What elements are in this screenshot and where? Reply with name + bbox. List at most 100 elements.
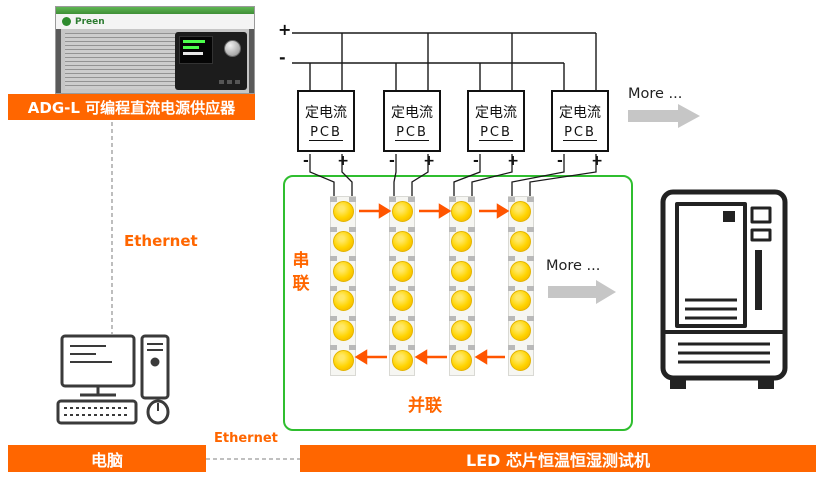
led-strip <box>330 196 356 376</box>
led-chip <box>510 320 532 342</box>
pcb-label-cn: 定电流 <box>305 104 347 121</box>
pcb-unit-3: 定电流 PCB - + <box>467 90 525 169</box>
display-screen <box>179 36 213 64</box>
pcb-terminal-plus: + <box>507 153 519 169</box>
power-supply-top-cover <box>56 7 254 14</box>
led-chip <box>391 290 413 312</box>
solder-pad <box>507 226 515 232</box>
pcb-label-en: PCB <box>563 124 597 141</box>
solder-pad <box>349 256 356 262</box>
solder-pad <box>526 286 534 292</box>
parallel-label: 并联 <box>408 396 442 416</box>
pcb-terminal-minus: - <box>303 153 309 169</box>
computer-icon <box>56 334 170 425</box>
solder-pad <box>507 286 515 292</box>
solder-pad <box>507 256 515 262</box>
pcb-label-en: PCB <box>395 124 429 141</box>
pcb-label-en: PCB <box>479 124 513 141</box>
pcb-terminal-plus: + <box>591 153 603 169</box>
more-arrow-middle <box>548 280 616 304</box>
led-chip <box>332 349 354 371</box>
solder-pad <box>448 315 456 321</box>
led-chip <box>451 320 473 342</box>
solder-pad <box>389 226 397 232</box>
rotary-knob-icon <box>224 40 241 57</box>
solder-pad <box>507 345 515 351</box>
led-chip <box>510 231 532 252</box>
solder-pad <box>507 197 515 202</box>
pcb-box: 定电流 PCB <box>297 90 355 152</box>
led-chip <box>332 260 354 282</box>
solder-pad <box>389 345 397 351</box>
led-chip <box>391 201 413 223</box>
solder-pad <box>467 226 475 232</box>
solder-pad <box>526 256 534 262</box>
solder-pad <box>448 256 456 262</box>
power-supply-front-band: Preen <box>56 14 254 29</box>
control-panel <box>175 32 247 90</box>
pcb-box: 定电流 PCB <box>467 90 525 152</box>
solder-pad <box>408 345 416 351</box>
solder-pad <box>448 286 456 292</box>
solder-pad <box>526 197 534 202</box>
led-chip <box>391 231 413 252</box>
power-supply-banner: ADG-L 可编程直流电源供应器 <box>8 94 255 120</box>
solder-pad <box>408 286 416 292</box>
solder-pad <box>349 197 356 202</box>
panel-buttons <box>219 80 240 84</box>
led-chip <box>451 290 473 312</box>
solder-pad <box>349 315 356 321</box>
solder-pad <box>408 315 416 321</box>
led-panel-outline <box>283 175 633 431</box>
preen-brand-label: Preen <box>75 16 105 27</box>
solder-pad <box>526 345 534 351</box>
dc-bus-wires <box>292 32 597 90</box>
solder-pad <box>330 226 337 232</box>
solder-pad <box>408 256 416 262</box>
solder-pad <box>467 286 475 292</box>
pcb-terminal-plus: + <box>423 153 435 169</box>
bus-plus-sign: + <box>278 20 292 39</box>
pcb-box: 定电流 PCB <box>383 90 441 152</box>
series-label: 串联 <box>292 251 310 294</box>
pcb-label-cn: 定电流 <box>559 104 601 121</box>
led-chip <box>451 260 473 282</box>
led-chip <box>510 349 532 371</box>
solder-pad <box>467 345 475 351</box>
solder-pad <box>467 315 475 321</box>
solder-pad <box>389 256 397 262</box>
led-chip <box>391 349 413 371</box>
led-strip <box>507 196 534 376</box>
solder-pad <box>408 197 416 202</box>
ethernet-label-left: Ethernet <box>124 232 198 250</box>
solder-pad <box>330 345 337 351</box>
solder-pad <box>389 197 397 202</box>
pcb-label-cn: 定电流 <box>391 104 433 121</box>
bus-minus-sign: - <box>279 48 286 67</box>
power-supply-front <box>56 29 254 93</box>
solder-pad <box>448 226 456 232</box>
led-chip <box>332 320 354 342</box>
pcb-unit-1: 定电流 PCB - + <box>297 90 355 169</box>
ethernet-links <box>111 122 300 460</box>
pcb-terminal-plus: + <box>337 153 349 169</box>
solder-pad <box>349 345 356 351</box>
led-chip <box>332 231 354 252</box>
solder-pad <box>349 226 356 232</box>
led-chip <box>510 201 532 223</box>
solder-pad <box>330 315 337 321</box>
ethernet-label-bottom: Ethernet <box>214 431 278 446</box>
solder-pad <box>526 315 534 321</box>
solder-pad <box>408 226 416 232</box>
pcb-to-strip-wires <box>309 154 597 196</box>
pcb-terminal-minus: - <box>389 153 395 169</box>
led-chip <box>391 260 413 282</box>
more-label-top: More ... <box>628 86 683 102</box>
computer-banner: 电脑 <box>8 445 206 472</box>
led-chip <box>510 260 532 282</box>
preen-logo-icon <box>62 17 71 26</box>
solder-pad <box>526 226 534 232</box>
led-strips <box>330 196 534 376</box>
solder-pad <box>330 286 337 292</box>
